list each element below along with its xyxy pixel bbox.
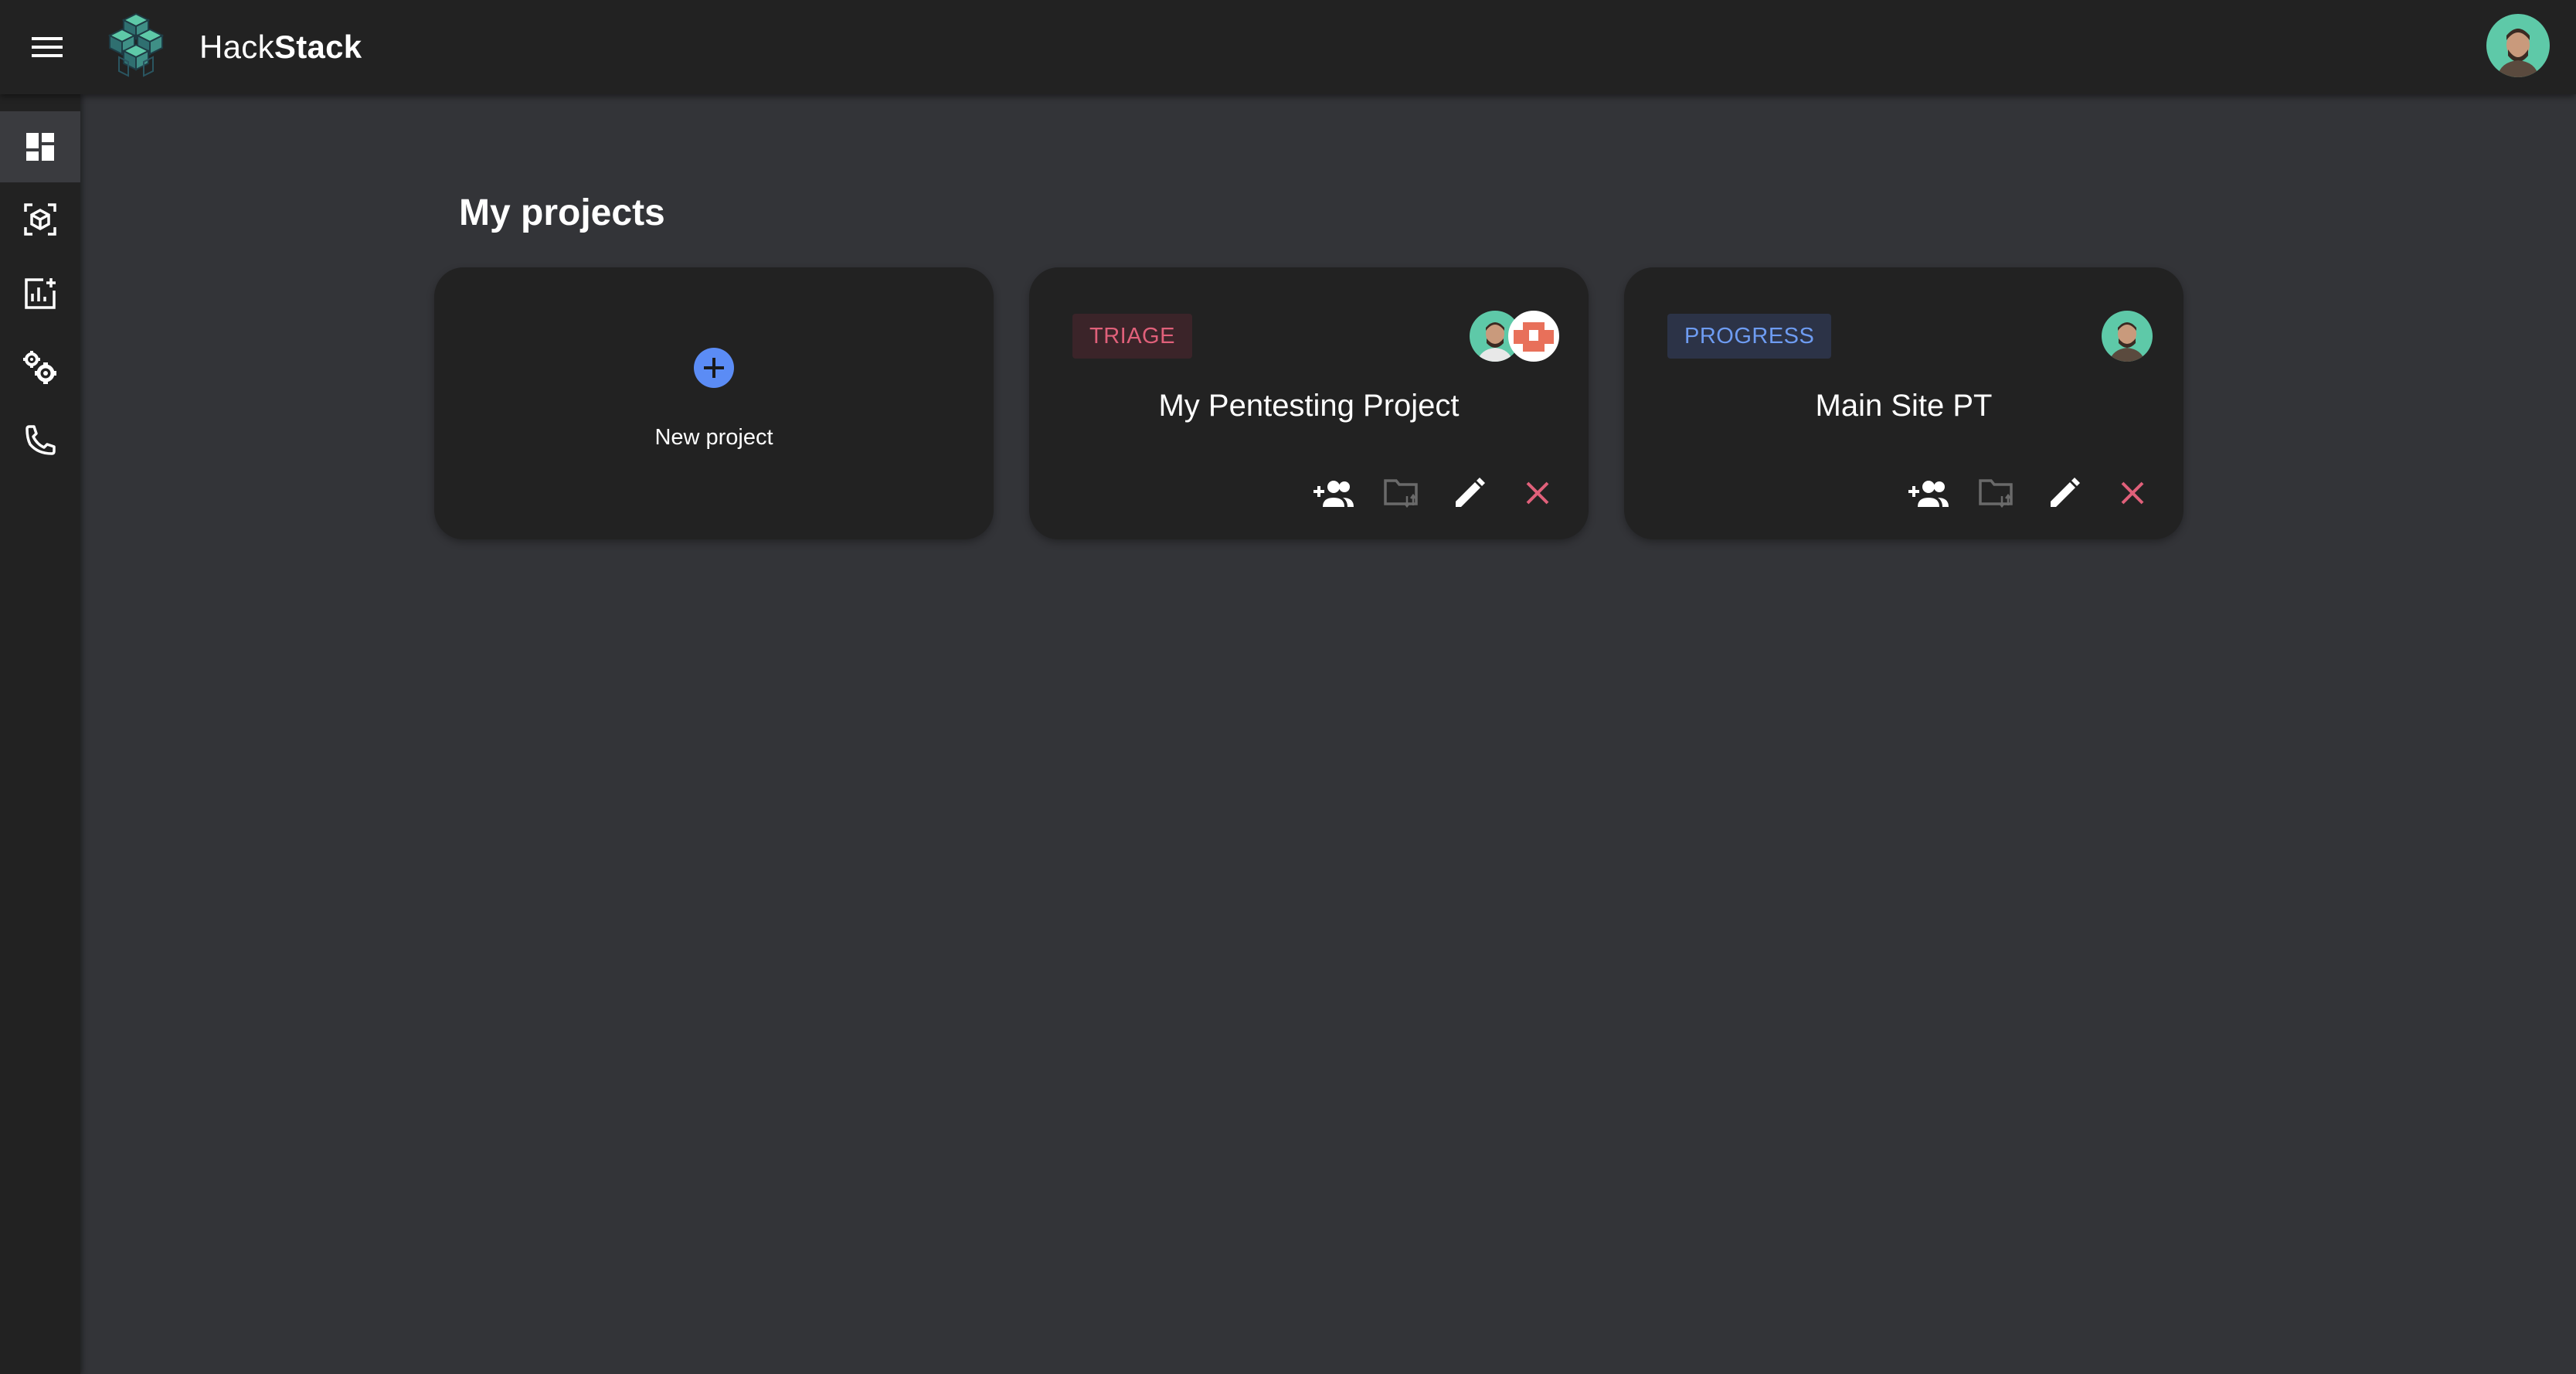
page-title: My projects — [459, 192, 665, 233]
member-avatar[interactable] — [1508, 311, 1559, 362]
move-folder-button[interactable] — [1378, 470, 1425, 516]
gears-icon — [23, 351, 56, 384]
close-icon — [1526, 481, 1549, 505]
edit-button[interactable] — [2041, 470, 2088, 516]
dashboard-icon — [26, 133, 54, 161]
edit-button[interactable] — [1446, 470, 1493, 516]
project-card[interactable]: TRIAGE My Pentesting Project — [1029, 267, 1589, 539]
group-add-icon — [1313, 481, 1354, 507]
new-project-label: New project — [654, 425, 773, 450]
delete-button[interactable] — [2109, 470, 2156, 516]
sidebar-item-assets[interactable] — [0, 184, 80, 255]
new-project-card[interactable]: New project — [434, 267, 994, 539]
phone-icon — [25, 425, 56, 455]
folder-transfer-icon — [1979, 479, 2013, 508]
top-app-bar: HackStack — [0, 0, 2576, 94]
cube-scan-icon — [24, 203, 56, 236]
add-chart-icon — [25, 278, 56, 309]
status-badge: PROGRESS — [1667, 314, 1832, 359]
project-actions — [1310, 470, 1561, 516]
pencil-icon — [1456, 478, 1485, 507]
sidebar — [0, 94, 80, 1374]
close-icon — [2121, 481, 2144, 505]
project-name[interactable]: Main Site PT — [1815, 389, 1993, 423]
menu-icon[interactable] — [23, 23, 71, 71]
sidebar-item-dashboard[interactable] — [0, 111, 80, 182]
status-badge: TRIAGE — [1072, 314, 1192, 359]
add-member-button[interactable] — [1310, 470, 1357, 516]
group-add-icon — [1908, 481, 1949, 507]
folder-transfer-icon — [1384, 479, 1418, 508]
sidebar-item-reports[interactable] — [0, 258, 80, 329]
project-actions — [1905, 470, 2156, 516]
member-avatar[interactable] — [2102, 311, 2153, 362]
project-card[interactable]: PROGRESS Main Site PT — [1624, 267, 2183, 539]
add-circle-icon — [694, 348, 734, 388]
sidebar-item-contact[interactable] — [0, 405, 80, 476]
user-avatar[interactable] — [2486, 14, 2550, 77]
app-title-light: Hack — [199, 29, 274, 65]
move-folder-button[interactable] — [1973, 470, 2020, 516]
project-name[interactable]: My Pentesting Project — [1158, 389, 1460, 423]
sidebar-item-settings[interactable] — [0, 332, 80, 403]
pencil-icon — [2051, 478, 2080, 507]
app-title-bold: Stack — [274, 29, 362, 65]
app-title: HackStack — [199, 26, 362, 68]
delete-button[interactable] — [1514, 470, 1561, 516]
add-member-button[interactable] — [1905, 470, 1952, 516]
hackstack-logo-icon[interactable] — [96, 6, 176, 87]
